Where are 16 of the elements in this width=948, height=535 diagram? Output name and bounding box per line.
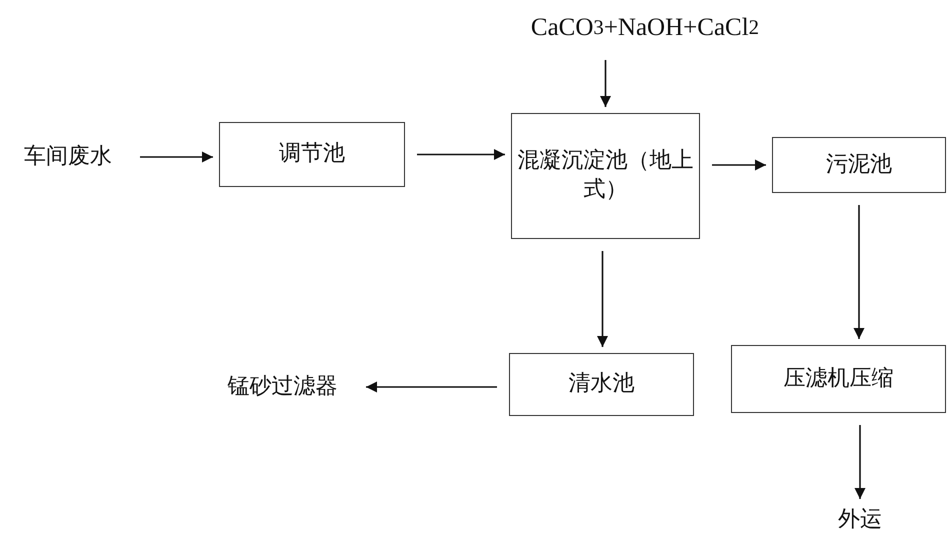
flow-label: 锰砂过滤器 — [205, 370, 360, 404]
process-box: 压滤机压缩 — [731, 345, 946, 413]
arrow — [600, 60, 612, 107]
process-box: 调节池 — [219, 122, 405, 187]
arrow — [366, 381, 497, 393]
arrow — [712, 159, 766, 171]
process-box: 污泥池 — [772, 137, 946, 193]
arrow — [596, 251, 608, 347]
process-box: 混凝沉淀池（地上式） — [511, 113, 700, 239]
flow-label: 车间废水 — [8, 140, 128, 174]
arrow — [853, 205, 865, 339]
arrow — [140, 151, 213, 163]
flow-label: 外运 — [830, 505, 890, 535]
arrow — [417, 148, 505, 160]
process-box: 清水池 — [509, 353, 694, 416]
arrow — [854, 425, 866, 499]
